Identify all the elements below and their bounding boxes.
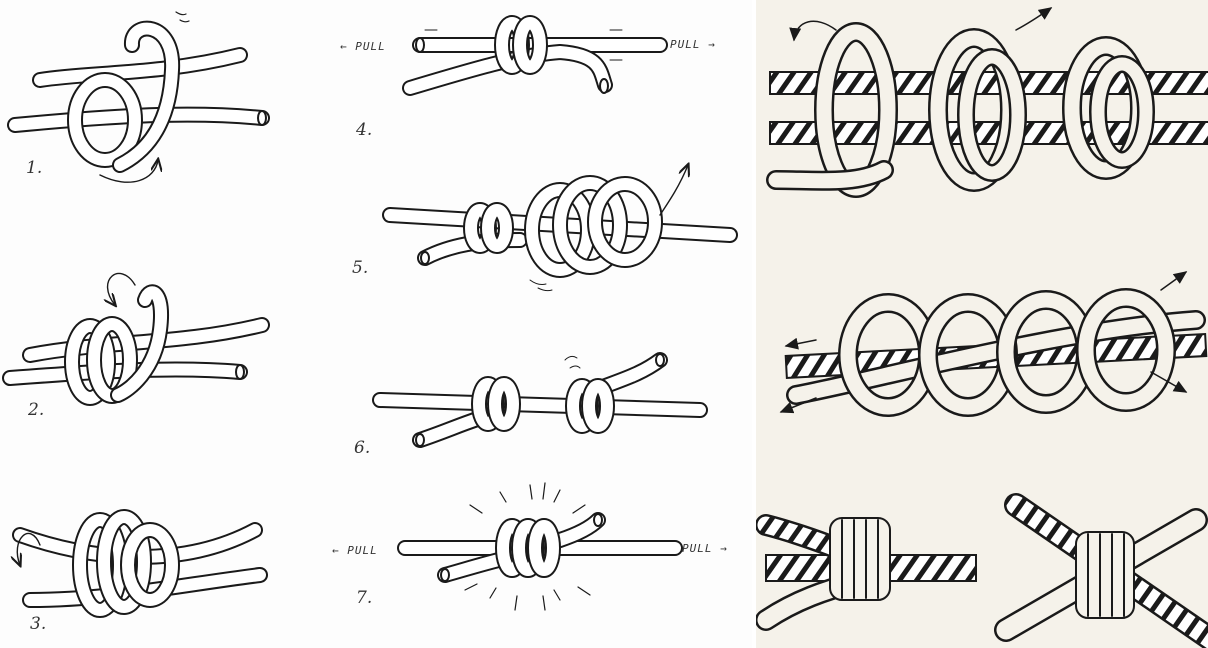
step-4-drawing — [410, 23, 660, 93]
step-number-3: 3. — [30, 614, 46, 634]
step-1-drawing — [15, 12, 266, 182]
step-3-drawing — [17, 517, 260, 610]
pull-label-step7-left: ← PULL — [332, 544, 378, 557]
pull-label-step4-right: PULL → — [670, 38, 716, 51]
step-number-4: 4. — [356, 120, 372, 140]
striped-rope-panel — [752, 0, 1208, 648]
step-number-2: 2. — [28, 400, 44, 420]
striped-rope-drawing — [756, 0, 1208, 648]
step-number-5: 5. — [352, 258, 368, 278]
step-number-7: 7. — [356, 588, 372, 608]
step-6-drawing — [380, 354, 700, 446]
step-number-6: 6. — [354, 438, 370, 458]
pull-label-step4-left: ← PULL — [340, 40, 386, 53]
numbered-steps-panel: 1. 2. 3. 4. 5. 6. 7. ← PULL PULL → ← PUL… — [0, 0, 752, 648]
step-5-drawing — [390, 165, 730, 291]
step-7-drawing — [405, 483, 675, 610]
step-2-drawing — [10, 274, 262, 398]
pull-label-step7-right: PULL → — [682, 542, 728, 555]
step-number-1: 1. — [26, 158, 42, 178]
